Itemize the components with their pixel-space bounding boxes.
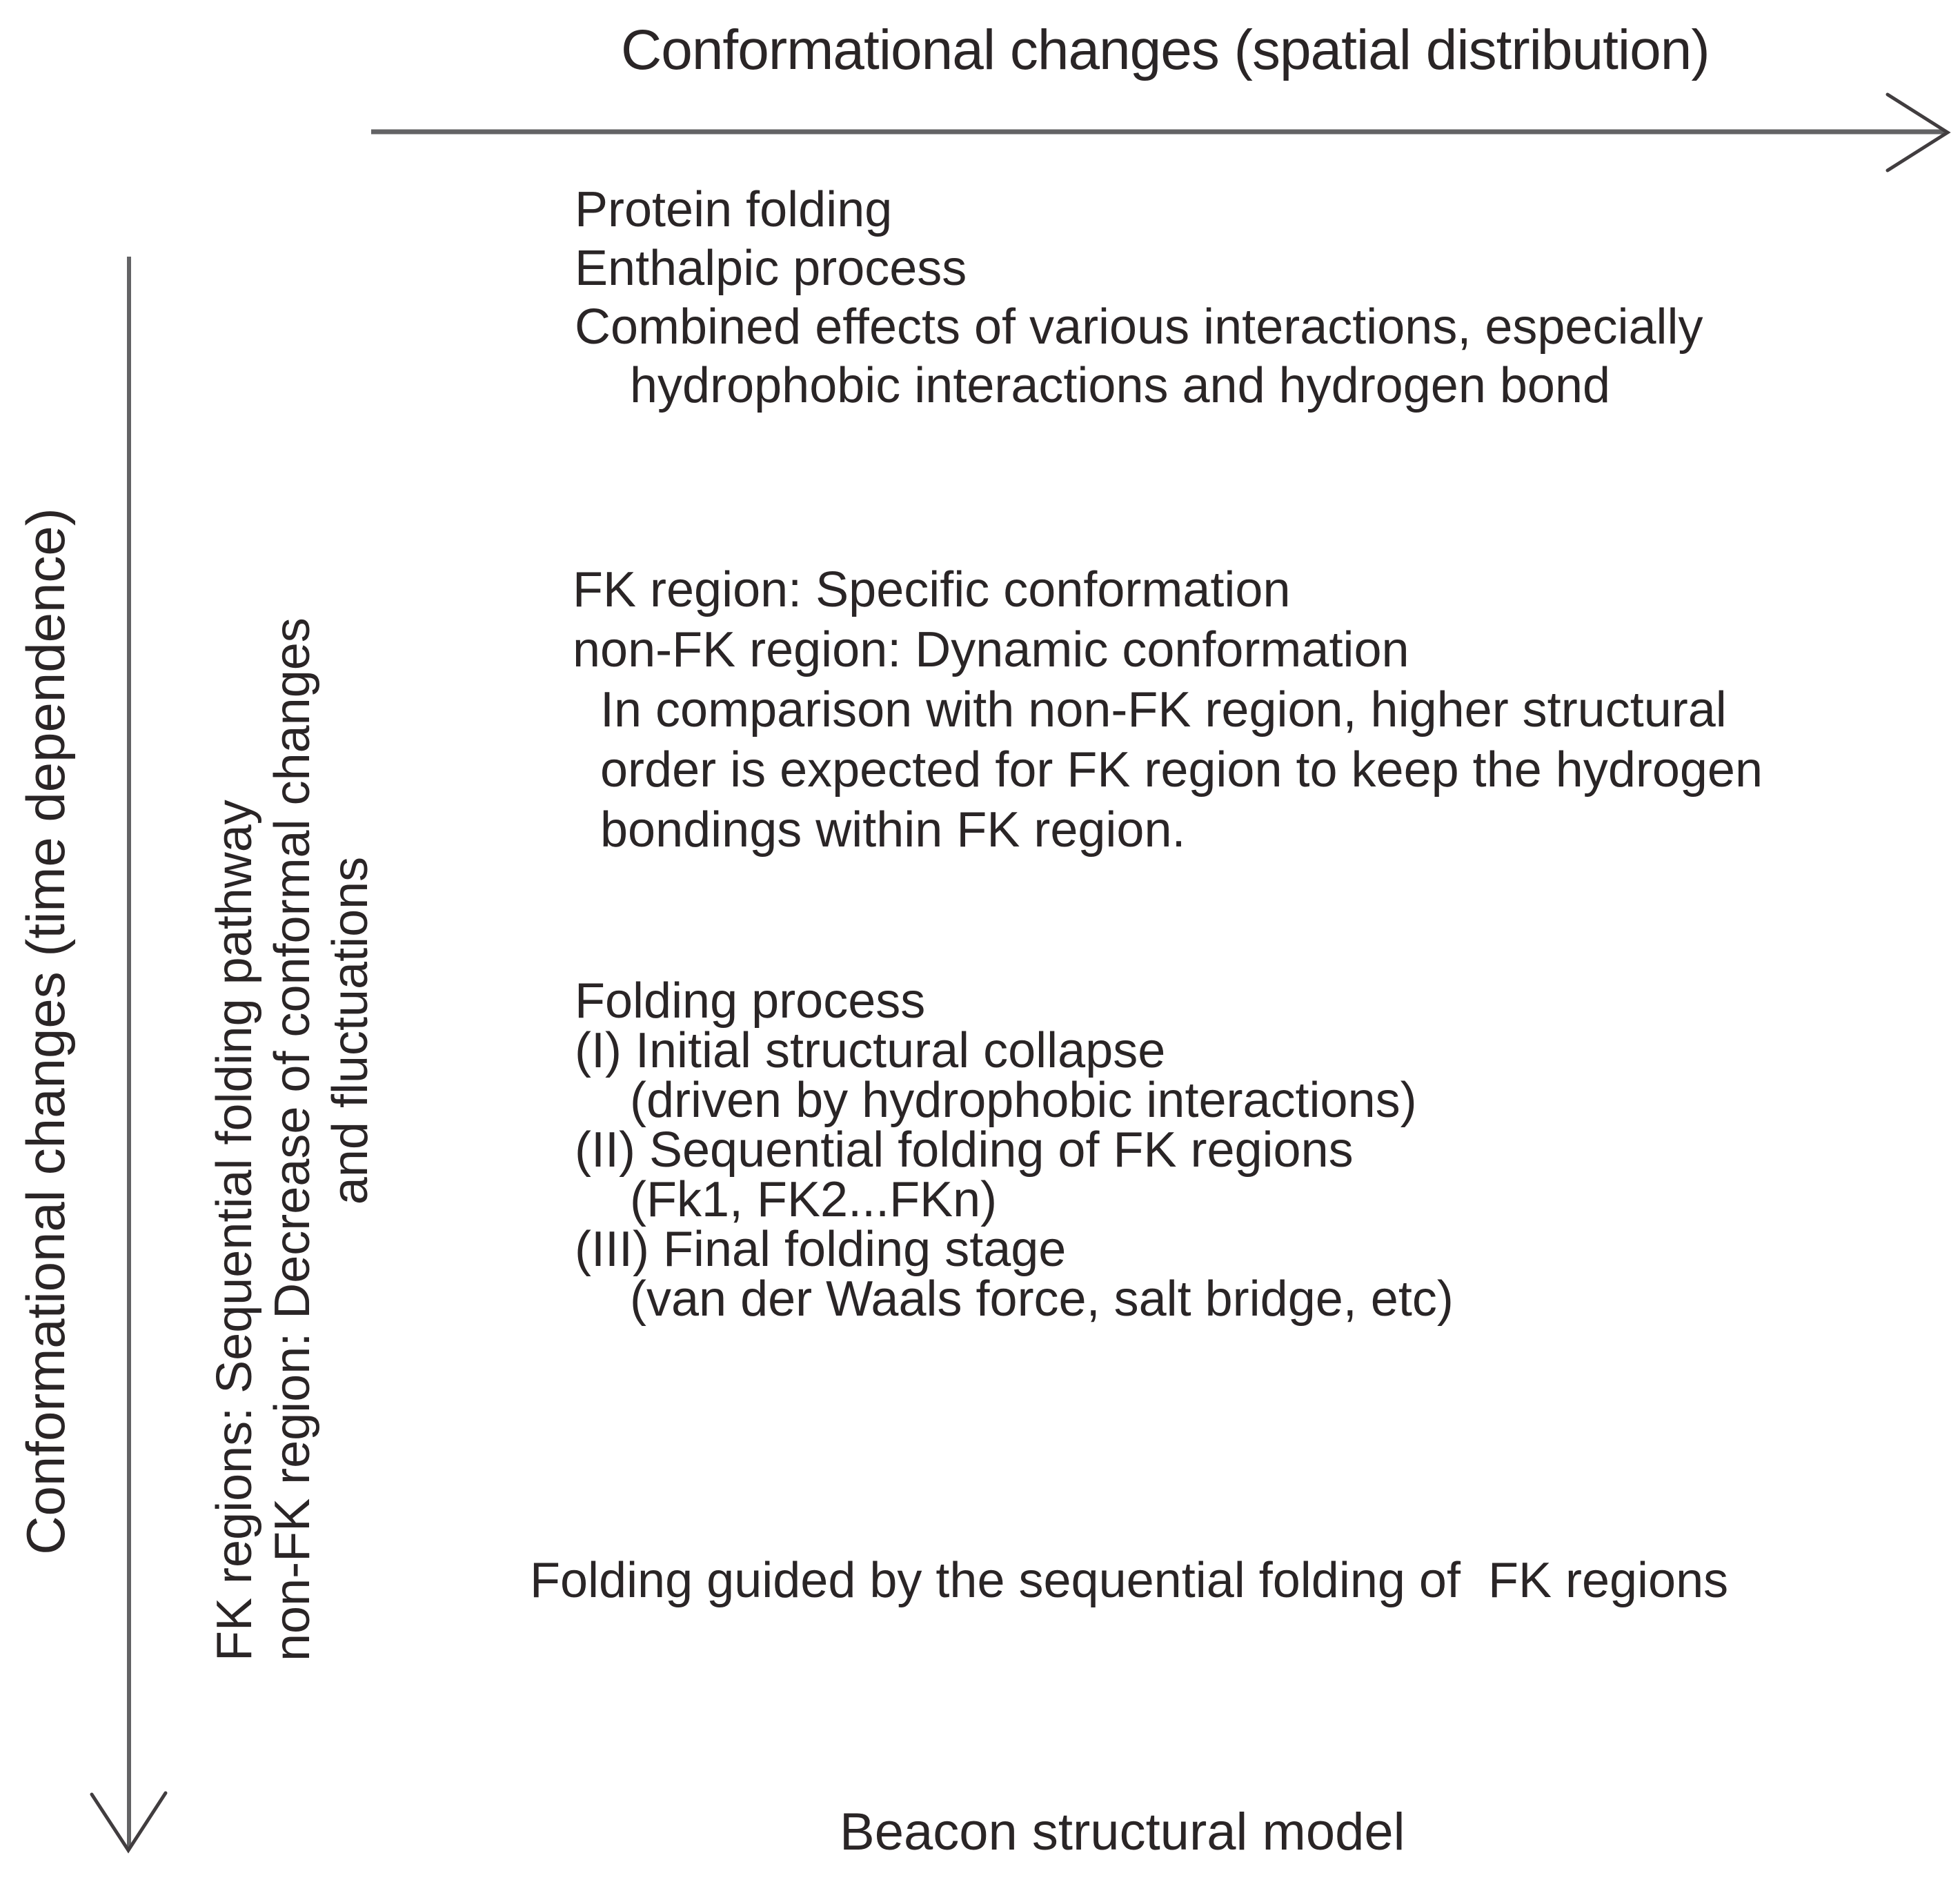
text-line: order is expected for FK region to keep … bbox=[573, 742, 1763, 798]
left-annotation: FK regions: Sequential folding pathway n… bbox=[206, 400, 379, 1661]
text-line: hydrophobic interactions and hydrogen bo… bbox=[575, 358, 1611, 413]
text-line: Enthalpic process bbox=[575, 241, 967, 296]
left-annotation-line: FK regions: Sequential folding pathway bbox=[207, 800, 262, 1661]
top-axis-label: Conformational changes (spatial distribu… bbox=[621, 19, 1710, 81]
text-line: bondings within FK region. bbox=[573, 802, 1186, 858]
left-axis-label: Conformational changes (time dependence) bbox=[15, 508, 76, 1555]
block-folding-process: Folding process (I) Initial structural c… bbox=[575, 976, 1454, 1324]
summary-line: Folding guided by the sequential folding… bbox=[530, 1553, 1729, 1608]
text-line: Combined effects of various interactions… bbox=[575, 299, 1703, 355]
text-line: non-FK region: Dynamic conformation bbox=[573, 622, 1409, 677]
text-line: (I) Initial structural collapse bbox=[575, 1023, 1166, 1078]
text-line: (driven by hydrophobic interactions) bbox=[575, 1073, 1417, 1128]
left-annotation-line: and fluctuations bbox=[323, 856, 378, 1205]
text-line: In comparison with non-FK region, higher… bbox=[573, 682, 1727, 737]
down-arrow-icon bbox=[90, 257, 168, 1854]
text-line: Protein folding bbox=[575, 182, 893, 237]
text-line: Folding process bbox=[575, 973, 926, 1029]
figure-caption: Beacon structural model bbox=[840, 1803, 1405, 1861]
left-annotation-line: non-FK region: Decrease of conformal cha… bbox=[265, 617, 320, 1661]
right-arrow-icon bbox=[371, 92, 1951, 172]
text-line: (III) Final folding stage bbox=[575, 1222, 1067, 1277]
text-line: FK region: Specific conformation bbox=[573, 562, 1291, 617]
text-line: (van der Waals force, salt bridge, etc) bbox=[575, 1271, 1454, 1327]
block-protein-folding: Protein folding Enthalpic process Combin… bbox=[575, 181, 1703, 415]
text-line: (II) Sequential folding of FK regions bbox=[575, 1122, 1354, 1178]
text-line: (Fk1, FK2...FKn) bbox=[575, 1172, 998, 1227]
block-fk-region: FK region: Specific conformation non-FK … bbox=[573, 560, 1763, 860]
